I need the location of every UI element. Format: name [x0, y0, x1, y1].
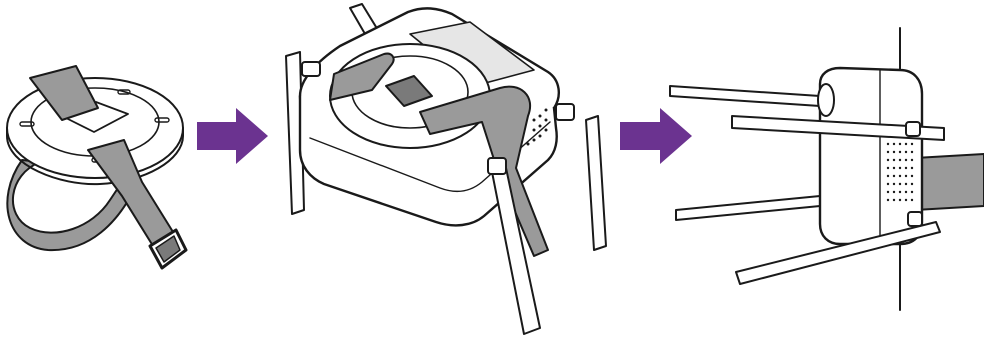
antenna-connector	[488, 158, 506, 174]
step-3-device-on-pole	[670, 28, 984, 310]
antenna-right	[586, 116, 606, 250]
antenna-back-lower	[676, 196, 820, 220]
antenna-connector	[908, 212, 922, 226]
antenna-connector	[556, 104, 574, 120]
antenna-connector	[302, 62, 320, 76]
antenna-connector	[906, 122, 920, 136]
step-1-mount-plate-with-strap	[7, 66, 186, 268]
device-body	[820, 68, 922, 244]
antenna-back-upper	[670, 86, 820, 106]
step-2-device-with-plate-and-strap	[286, 4, 606, 334]
right-arrow-icon	[197, 108, 268, 164]
right-arrow-icon	[620, 108, 692, 164]
device-side-port	[818, 84, 834, 116]
